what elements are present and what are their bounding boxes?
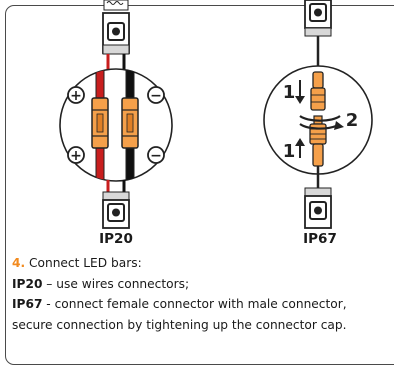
ip67-term: IP67 <box>12 297 43 311</box>
male-connector <box>309 115 327 167</box>
arrow-up-icon <box>295 138 305 158</box>
ip67-instruction-cont: secure connection by tightening up the c… <box>12 315 392 336</box>
plus-icon: + <box>67 146 85 164</box>
ip20-bottom-strip <box>102 191 130 229</box>
step-two-label: 2 <box>346 110 359 131</box>
ip67-top-strip <box>304 0 332 37</box>
ip67-text-cont: secure connection by tightening up the c… <box>12 317 347 332</box>
ip67-instruction: IP67 - connect female connector with mal… <box>12 294 392 315</box>
polarity-minus-top: − <box>150 88 162 104</box>
arrow-down-icon <box>295 80 305 104</box>
polarity-plus-bottom: + <box>70 148 82 164</box>
polarity-minus-bottom: − <box>150 148 162 164</box>
minus-icon: − <box>147 146 165 164</box>
plus-icon: + <box>67 86 85 104</box>
ip20-text: – use wires connectors; <box>42 276 190 291</box>
ip20-connector-red <box>91 97 109 149</box>
ip20-instruction: IP20 – use wires connectors; <box>12 274 392 295</box>
step-title: Connect LED bars: <box>25 256 142 270</box>
ip67-label: IP67 <box>303 231 337 247</box>
step-number: 4. <box>12 256 26 270</box>
ip20-term: IP20 <box>12 276 43 291</box>
ip67-bottom-strip <box>304 187 332 229</box>
minus-icon: − <box>147 86 165 104</box>
instructions: 4. Connect LED bars: IP20 – use wires co… <box>12 253 392 335</box>
ip20-label: IP20 <box>99 231 133 247</box>
polarity-plus-top: + <box>70 88 82 104</box>
ip20-connector-black <box>121 97 139 149</box>
female-connector <box>310 71 326 111</box>
ip67-magnifier: 1 1 2 <box>263 65 373 175</box>
step-one-label-top: 1 <box>283 82 296 103</box>
step-one-label-bottom: 1 <box>283 141 296 162</box>
step-heading: 4. Connect LED bars: <box>12 253 392 274</box>
ip20-magnifier: + − + − <box>59 68 173 182</box>
connection-illustration: + − + − <box>59 0 373 229</box>
rotate-arrow-icon <box>299 115 344 130</box>
ip67-text: - connect female connector with male con… <box>42 297 347 311</box>
ip20-top-strip <box>102 0 130 55</box>
